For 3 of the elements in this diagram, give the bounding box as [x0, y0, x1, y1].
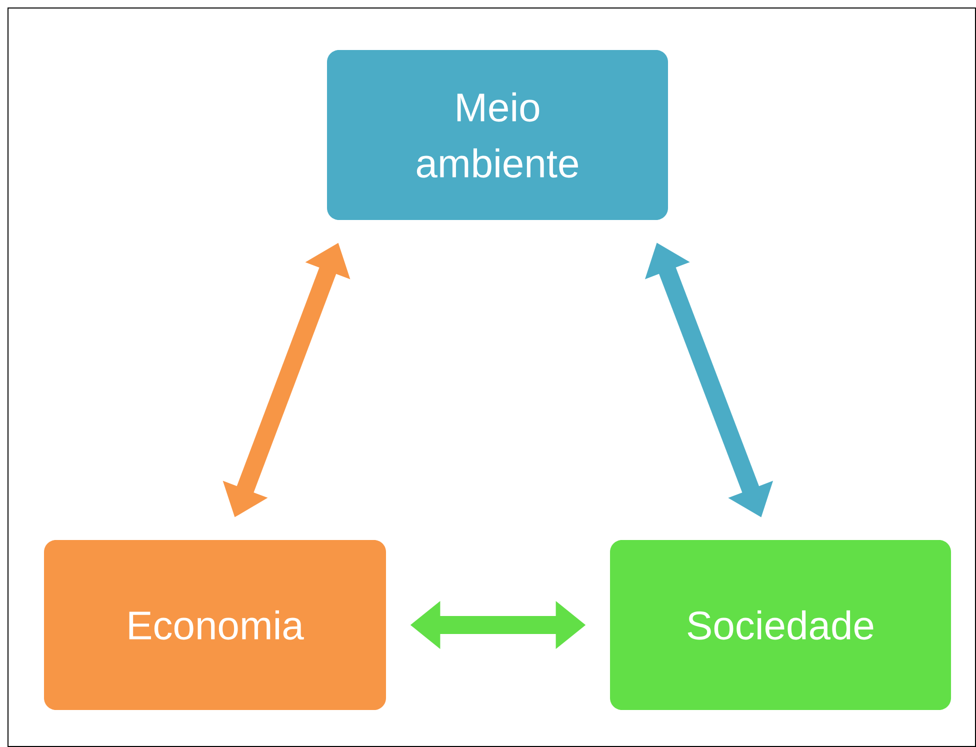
process-box: Economia	[44, 540, 386, 710]
process-box: Meio ambiente	[327, 50, 668, 220]
process-box: Sociedade	[610, 540, 952, 710]
